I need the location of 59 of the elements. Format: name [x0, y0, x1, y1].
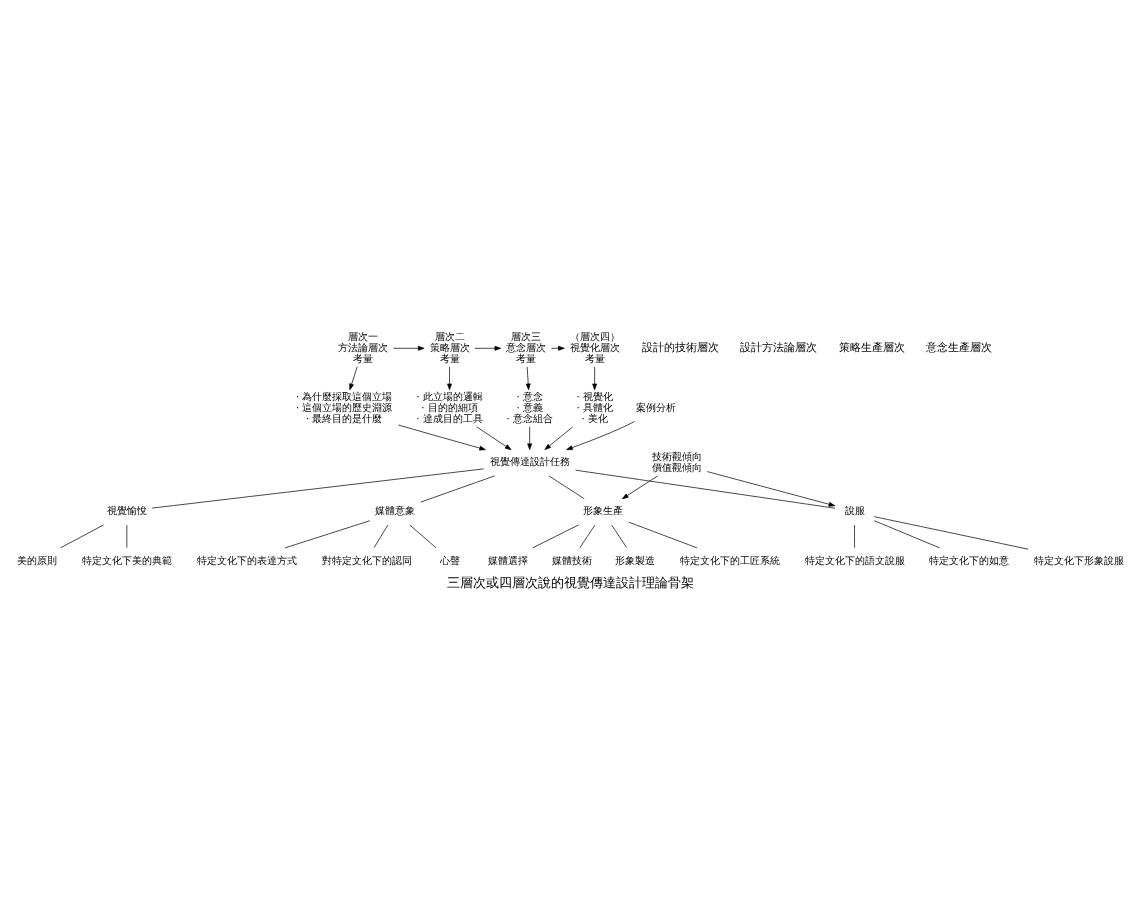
connector	[420, 475, 496, 503]
arrow	[393, 345, 425, 351]
arrow	[527, 426, 533, 450]
node-text: 媒體選擇	[488, 554, 529, 566]
connector	[373, 524, 389, 548]
arrow	[525, 366, 531, 391]
connector	[628, 521, 698, 549]
arrow	[447, 366, 452, 391]
node-text: 形象生產	[583, 505, 624, 517]
arrow	[706, 471, 836, 507]
node-text: 特定文化下美的典範	[81, 554, 172, 566]
caption: 三層次或四層次說的視覺傳達設計理論骨架	[447, 575, 695, 591]
connector	[873, 516, 1029, 550]
node-text: · 此立場的邏輯 · 目的的細項 · 達成目的工具	[416, 391, 483, 424]
arrow	[551, 345, 565, 351]
arrow	[397, 424, 486, 451]
node-text: 案例分析	[636, 401, 677, 413]
arrow	[474, 345, 502, 351]
node-text: 層次三 意念層次 考量	[506, 331, 547, 364]
connector	[409, 524, 437, 549]
connector	[575, 469, 836, 509]
connector	[873, 520, 941, 549]
node-text: 特定文化下形象說服	[1034, 554, 1125, 566]
connector	[548, 475, 585, 500]
node-text: 層次一 方法論層次 考量	[337, 331, 388, 364]
node-text: （層次四） 視覺化層次 考量	[569, 331, 620, 364]
connector	[60, 524, 104, 549]
node-text: 技術觀傾向 價值觀傾向	[651, 450, 702, 473]
node-text: 視覺愉悅	[106, 505, 147, 517]
connector	[284, 520, 371, 549]
node-text: 說服	[844, 505, 865, 517]
connector	[532, 524, 579, 549]
arrow	[349, 366, 358, 391]
arrow	[476, 426, 512, 451]
node-text: 心聲	[440, 554, 461, 566]
node-text: 特定文化下的表達方式	[196, 554, 297, 566]
node-text: 特定文化下的工匠系統	[679, 554, 780, 566]
node-text: 特定文化下的語文說服	[804, 554, 905, 566]
arrow	[592, 366, 597, 391]
label: 設計方法論層次	[740, 340, 818, 354]
label: 策略生產層次	[838, 340, 905, 354]
node-text: 形象製造	[615, 554, 656, 566]
node-text: · 為什麼採取這個立場 · 這個立場的歷史淵源 · 最終目的是什麼	[295, 391, 393, 424]
arrow	[544, 426, 573, 450]
node-text: · 意念 · 意義 · 意念組合	[506, 391, 553, 424]
arrow	[566, 421, 636, 450]
label: 設計的技術層次	[642, 340, 720, 354]
node-text: 視覺傳達設計任務	[489, 456, 570, 468]
label: 意念生產層次	[926, 340, 993, 354]
node-text: 特定文化下的如意	[929, 554, 1010, 566]
arrow	[622, 475, 659, 500]
node-text: 媒體意象	[375, 505, 416, 517]
node-text: 層次二 策略層次 考量	[429, 331, 470, 364]
connector	[151, 468, 484, 509]
node-text: · 視覺化 · 具體化 · 美化	[576, 391, 613, 424]
connector	[854, 524, 855, 548]
node-text: 媒體技術	[551, 554, 592, 566]
node-text: 美的原則	[17, 554, 58, 566]
node-text: 對特定文化下的認同	[321, 554, 412, 566]
